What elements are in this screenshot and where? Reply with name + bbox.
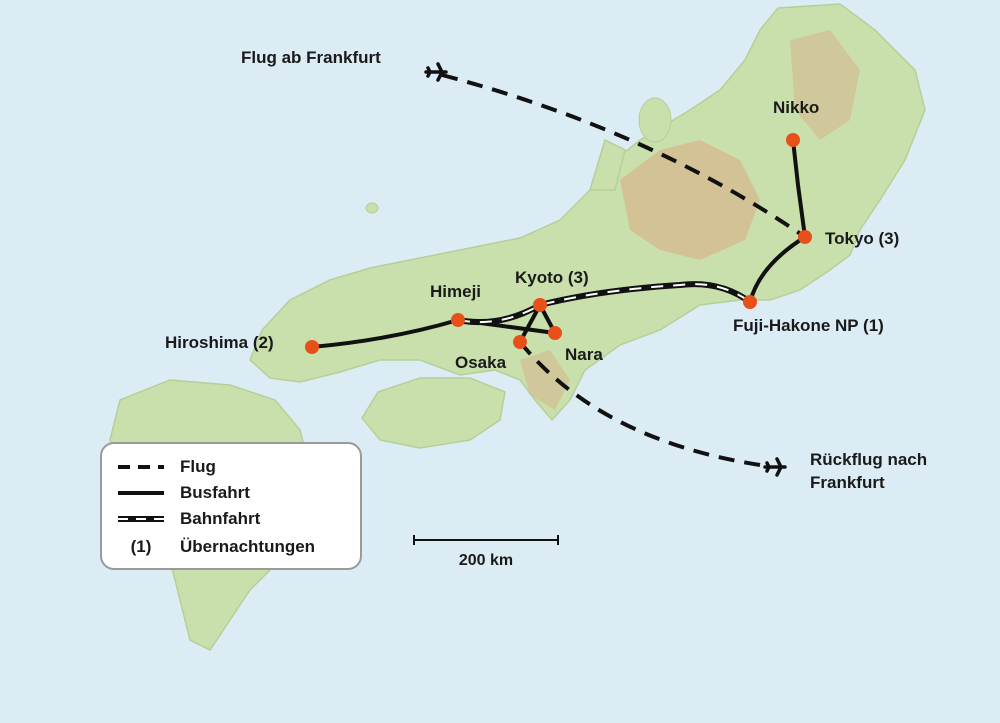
city-dot-nara[interactable] [548, 326, 562, 340]
city-dot-kyoto[interactable] [533, 298, 547, 312]
city-label-hiroshima: Hiroshima (2) [165, 333, 274, 352]
city-dot-tokyo[interactable] [798, 230, 812, 244]
scale-label: 200 km [458, 552, 514, 569]
city-label-fuji: Fuji-Hakone NP (1) [733, 316, 884, 335]
return-flight-route [518, 340, 761, 467]
city-dot-nikko[interactable] [786, 133, 800, 147]
bus-route-tokyo-fuji [748, 235, 807, 303]
legend-row-bus: Busfahrt [116, 482, 250, 504]
noto-peninsula [588, 138, 626, 191]
legend-flight-label: Flug [180, 457, 216, 476]
legend-row-flight: Flug [116, 456, 216, 478]
city-label-osaka: Osaka [455, 353, 507, 372]
city-label-nikko: Nikko [773, 98, 820, 117]
city-dot-hiroshima[interactable] [305, 340, 319, 354]
mountain-region-north [790, 30, 860, 140]
airplane-icon [424, 62, 448, 82]
bus-route-nikko-tokyo [791, 139, 807, 238]
honshu-island [249, 3, 926, 422]
scale-bar-line [413, 535, 559, 545]
legend-row-train: Bahnfahrt [116, 508, 260, 530]
city-dot-osaka[interactable] [513, 335, 527, 349]
legend-bus-label: Busfahrt [180, 483, 250, 502]
sado-island [638, 97, 672, 143]
legend-nights-label: Übernachtungen [180, 537, 316, 556]
city-label-nara: Nara [565, 345, 603, 364]
outbound-flight-label: Flug ab Frankfurt [241, 48, 381, 67]
legend-train-key [116, 508, 166, 530]
bus-route-hiroshima-himeji [311, 318, 459, 349]
map-legend: Flug Busfahrt Bahnfahrt (1) Übernachtung… [100, 442, 362, 570]
mountain-region-kii [520, 350, 570, 410]
legend-flight-key [116, 456, 166, 478]
legend-row-nights: (1) Übernachtungen [116, 536, 315, 558]
shikoku-island [361, 377, 506, 449]
train-route [457, 281, 752, 326]
scale-bar: 200 km [412, 534, 560, 574]
return-flight-label-line2: Frankfurt [810, 473, 885, 492]
mountain-region-central [620, 140, 760, 260]
city-dot-himeji[interactable] [451, 313, 465, 327]
city-dot-fuji[interactable] [743, 295, 757, 309]
city-label-kyoto: Kyoto (3) [515, 268, 589, 287]
bus-route-kyoto-osaka [518, 304, 542, 343]
city-label-tokyo: Tokyo (3) [825, 229, 900, 248]
oki-island [365, 202, 379, 214]
airplane-icon [763, 457, 787, 477]
city-label-himeji: Himeji [430, 282, 482, 301]
return-flight-label-line1: Rückflug nach [810, 450, 928, 469]
legend-bus-key [116, 482, 166, 504]
legend-train-label: Bahnfahrt [180, 509, 261, 528]
legend-nights-key: (1) [130, 537, 152, 556]
outbound-flight-route [441, 73, 807, 239]
